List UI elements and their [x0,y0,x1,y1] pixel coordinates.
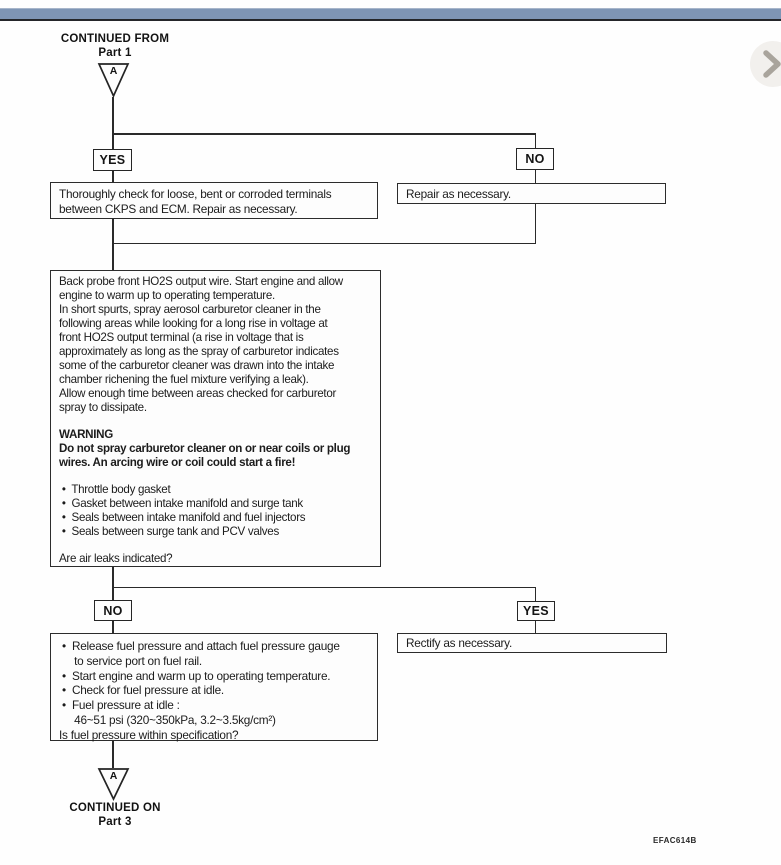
continued-on-caption: CONTINUED ON Part 3 [40,802,190,829]
fuel-pressure-steps: • Release fuel pressure and attach fuel … [62,639,340,727]
branch2-no-label: NO [94,600,132,621]
continued-from-title: CONTINUED FROM [60,33,170,45]
triangle-down-icon [97,768,130,801]
air-leak-intro-text: Back probe front HO2S output wire. Start… [59,275,343,414]
flow-connector [112,171,114,182]
triangle-down-icon [97,63,130,99]
continued-from-caption: CONTINUED FROM Part 1 [40,33,190,60]
flow-connector [112,567,114,600]
branch1-no-label: NO [516,148,554,170]
yes-label-text: YES [523,604,549,618]
flow-connector [112,621,114,633]
flow-connector [534,587,536,602]
flow-connector [112,133,536,135]
chevron-right-icon [763,50,781,78]
rectify-text: Rectify as necessary. [406,636,512,650]
rectify-box: Rectify as necessary. [397,633,667,653]
flow-connector [534,170,536,183]
flow-connector [112,242,536,244]
check-terminals-text: Thoroughly check for loose, bent or corr… [59,187,332,216]
flow-connector [534,133,536,149]
connector-letter: A [109,770,118,782]
fuel-pressure-box: • Release fuel pressure and attach fuel … [50,633,378,742]
check-terminals-box: Thoroughly check for loose, bent or corr… [50,182,378,219]
continued-on-title: CONTINUED ON [69,802,161,814]
flow-connector [534,204,536,244]
repair-box: Repair as necessary. [397,183,666,204]
yes-label-text: YES [99,153,126,167]
flow-connector [534,621,536,633]
no-label-text: NO [103,603,123,618]
continued-on-part: Part 3 [98,815,132,828]
connector-letter: A [109,65,118,77]
branch1-yes-label: YES [93,149,132,171]
air-leak-bullet-list: • Throttle body gasket • Gasket between … [61,483,306,538]
air-leak-warning-text: WARNING Do not spray carburetor cleaner … [59,428,351,469]
repair-text: Repair as necessary. [406,186,511,201]
window-top-bar [0,8,781,21]
flow-connector [112,586,536,588]
no-label-text: NO [525,152,545,166]
flow-connector [112,97,114,150]
fuel-pressure-question: Is fuel pressure within specification? [59,727,239,742]
carousel-next-button[interactable] [750,41,781,87]
continued-from-part: Part 1 [98,46,132,59]
flow-connector [112,741,114,768]
connector-marker-top: A [97,62,130,99]
branch2-yes-label: YES [517,601,555,621]
flow-connector [112,219,114,271]
air-leak-test-box: Back probe front HO2S output wire. Start… [50,270,381,567]
figure-code: EFAC614B [653,836,697,845]
connector-marker-bottom: A [97,767,130,801]
air-leak-question: Are air leaks indicated? [59,552,173,565]
